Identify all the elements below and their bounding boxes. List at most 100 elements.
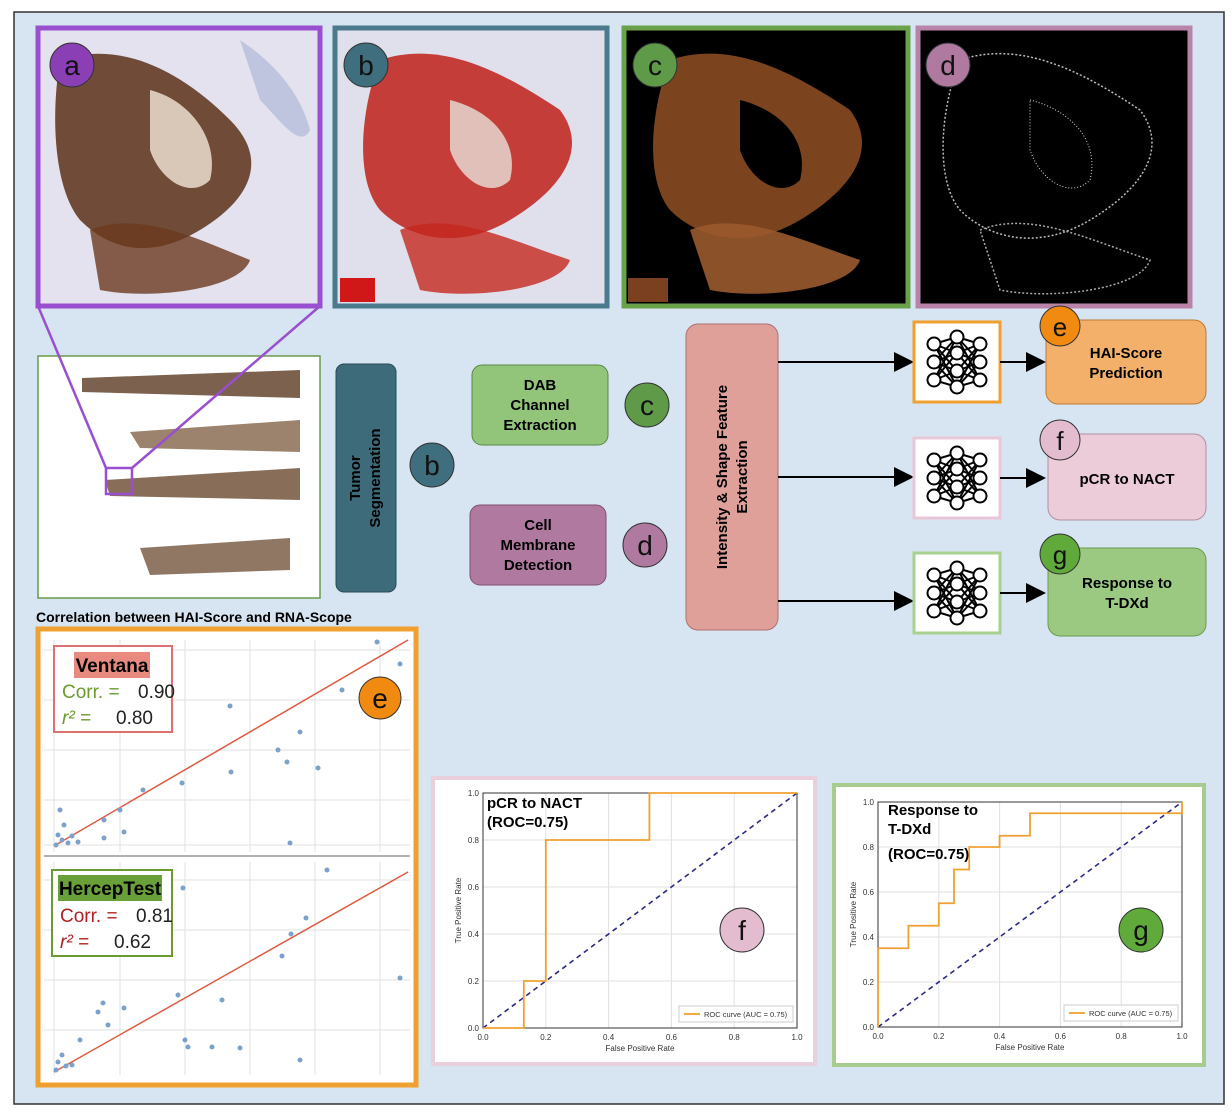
nn-node bbox=[926, 470, 942, 486]
pcr-box: pCR to NACT bbox=[1047, 433, 1207, 521]
dab-box: DAB Channel Extraction bbox=[471, 364, 609, 446]
neural-net-icon-3 bbox=[912, 551, 1002, 635]
x-tick-label: 0.0 bbox=[872, 1032, 884, 1041]
svg-text:Intensity & Shape Feature: Intensity & Shape Feature bbox=[714, 385, 731, 569]
label-f-roc: f bbox=[719, 907, 765, 953]
svg-text:d: d bbox=[637, 530, 653, 561]
roc-g-title-1: Response to bbox=[888, 802, 978, 819]
neural-net-icon-2 bbox=[912, 436, 1002, 520]
nn-node bbox=[926, 372, 942, 388]
svg-text:r² =: r² = bbox=[60, 932, 89, 953]
tumor-segmentation-box: Tumor Segmentation bbox=[335, 363, 397, 593]
x-tick-label: 0.4 bbox=[994, 1032, 1006, 1041]
roc-f-title-1: pCR to NACT bbox=[487, 795, 582, 812]
svg-text:b: b bbox=[424, 450, 440, 481]
x-axis-label: False Positive Rate bbox=[606, 1044, 675, 1053]
svg-text:0.80: 0.80 bbox=[116, 708, 153, 729]
y-tick-label: 0.4 bbox=[863, 933, 875, 942]
x-axis-label: False Positive Rate bbox=[996, 1043, 1065, 1052]
x-tick-label: 0.8 bbox=[1116, 1032, 1128, 1041]
legend: ROC curve (AUC = 0.75) bbox=[1063, 1004, 1179, 1022]
x-tick-label: 0.2 bbox=[540, 1033, 552, 1042]
svg-text:0.62: 0.62 bbox=[114, 932, 151, 953]
roc-panel-f: 0.00.00.20.20.40.40.60.60.80.81.01.0Fals… bbox=[431, 776, 817, 1066]
nn-node bbox=[949, 363, 965, 379]
legend-label: ROC curve (AUC = 0.75) bbox=[1089, 1009, 1173, 1018]
svg-text:Response to: Response to bbox=[1082, 575, 1172, 592]
svg-text:b: b bbox=[358, 50, 374, 81]
nn-node bbox=[972, 372, 988, 388]
label-b-pipeline: b bbox=[409, 442, 455, 488]
nn-node bbox=[949, 329, 965, 345]
x-tick-label: 1.0 bbox=[791, 1033, 803, 1042]
svg-text:Extraction: Extraction bbox=[503, 417, 576, 434]
svg-text:g: g bbox=[1053, 540, 1067, 570]
roc-curve bbox=[483, 792, 797, 1029]
svg-text:g: g bbox=[1133, 915, 1149, 946]
nn-node bbox=[949, 594, 965, 610]
y-tick-label: 0.2 bbox=[863, 978, 875, 987]
svg-text:f: f bbox=[738, 915, 746, 946]
x-tick-label: 0.6 bbox=[666, 1033, 678, 1042]
slide-thumbnail bbox=[37, 355, 321, 599]
label-c-pipeline: c bbox=[624, 382, 670, 428]
label-f-output: f bbox=[1039, 419, 1081, 461]
svg-text:Segmentation: Segmentation bbox=[367, 428, 384, 527]
panel-b bbox=[332, 25, 610, 309]
chance-line bbox=[482, 792, 798, 1029]
svg-text:Extraction: Extraction bbox=[734, 440, 751, 513]
svg-text:c: c bbox=[648, 50, 662, 81]
plot-frame bbox=[877, 801, 1183, 1028]
nn-node bbox=[926, 354, 942, 370]
svg-text:Corr. =: Corr. = bbox=[60, 906, 118, 927]
correlation-title: Correlation between HAI-Score and RNA-Sc… bbox=[36, 609, 352, 625]
hercep-stats-box: HercepTest Corr. = 0.81 r² = 0.62 bbox=[51, 869, 173, 957]
legend: ROC curve (AUC = 0.75) bbox=[678, 1005, 794, 1023]
label-e-correlation: e bbox=[358, 676, 402, 720]
svg-text:a: a bbox=[64, 50, 80, 81]
neural-net-icon-1 bbox=[912, 320, 1002, 404]
nn-node bbox=[949, 461, 965, 477]
nn-node bbox=[972, 336, 988, 352]
y-tick-label: 1.0 bbox=[468, 789, 480, 798]
svg-text:f: f bbox=[1056, 426, 1064, 456]
roc-f-title-2: (ROC=0.75) bbox=[487, 814, 568, 831]
svg-text:Membrane: Membrane bbox=[500, 537, 575, 554]
nn-node bbox=[949, 560, 965, 576]
y-tick-label: 0.0 bbox=[863, 1023, 875, 1032]
nn-node bbox=[972, 585, 988, 601]
nn-node bbox=[949, 379, 965, 395]
x-tick-label: 0.2 bbox=[933, 1032, 945, 1041]
y-tick-label: 0.0 bbox=[468, 1024, 480, 1033]
nn-node bbox=[949, 479, 965, 495]
nn-node bbox=[926, 488, 942, 504]
label-b: b bbox=[343, 42, 389, 88]
chance-line bbox=[877, 801, 1183, 1028]
svg-text:e: e bbox=[1053, 312, 1067, 342]
nn-node bbox=[926, 585, 942, 601]
legend-label: ROC curve (AUC = 0.75) bbox=[704, 1010, 788, 1019]
zoom-line-right bbox=[131, 305, 321, 469]
svg-text:Tumor: Tumor bbox=[347, 455, 364, 501]
panel-c bbox=[621, 25, 911, 309]
nn-node bbox=[949, 445, 965, 461]
zoom-line-left bbox=[36, 305, 108, 469]
label-g-roc: g bbox=[1118, 907, 1164, 953]
y-tick-label: 0.2 bbox=[468, 977, 480, 986]
svg-text:HAI-Score: HAI-Score bbox=[1090, 345, 1163, 362]
x-tick-label: 0.6 bbox=[1055, 1032, 1067, 1041]
svg-text:Channel: Channel bbox=[510, 397, 569, 414]
y-axis-label: True Positive Rate bbox=[454, 877, 463, 943]
nn-node bbox=[949, 576, 965, 592]
y-tick-label: 0.8 bbox=[468, 836, 480, 845]
nn-node bbox=[972, 470, 988, 486]
roc-curve bbox=[877, 802, 1183, 1027]
svg-text:e: e bbox=[372, 683, 388, 714]
svg-text:Prediction: Prediction bbox=[1089, 365, 1162, 382]
nn-node bbox=[972, 488, 988, 504]
nn-node bbox=[972, 567, 988, 583]
y-axis-label: True Positive Rate bbox=[849, 881, 858, 947]
svg-text:pCR to NACT: pCR to NACT bbox=[1080, 471, 1175, 488]
feature-extraction-box: Intensity & Shape Feature Extraction bbox=[685, 323, 779, 631]
svg-text:d: d bbox=[940, 50, 956, 81]
